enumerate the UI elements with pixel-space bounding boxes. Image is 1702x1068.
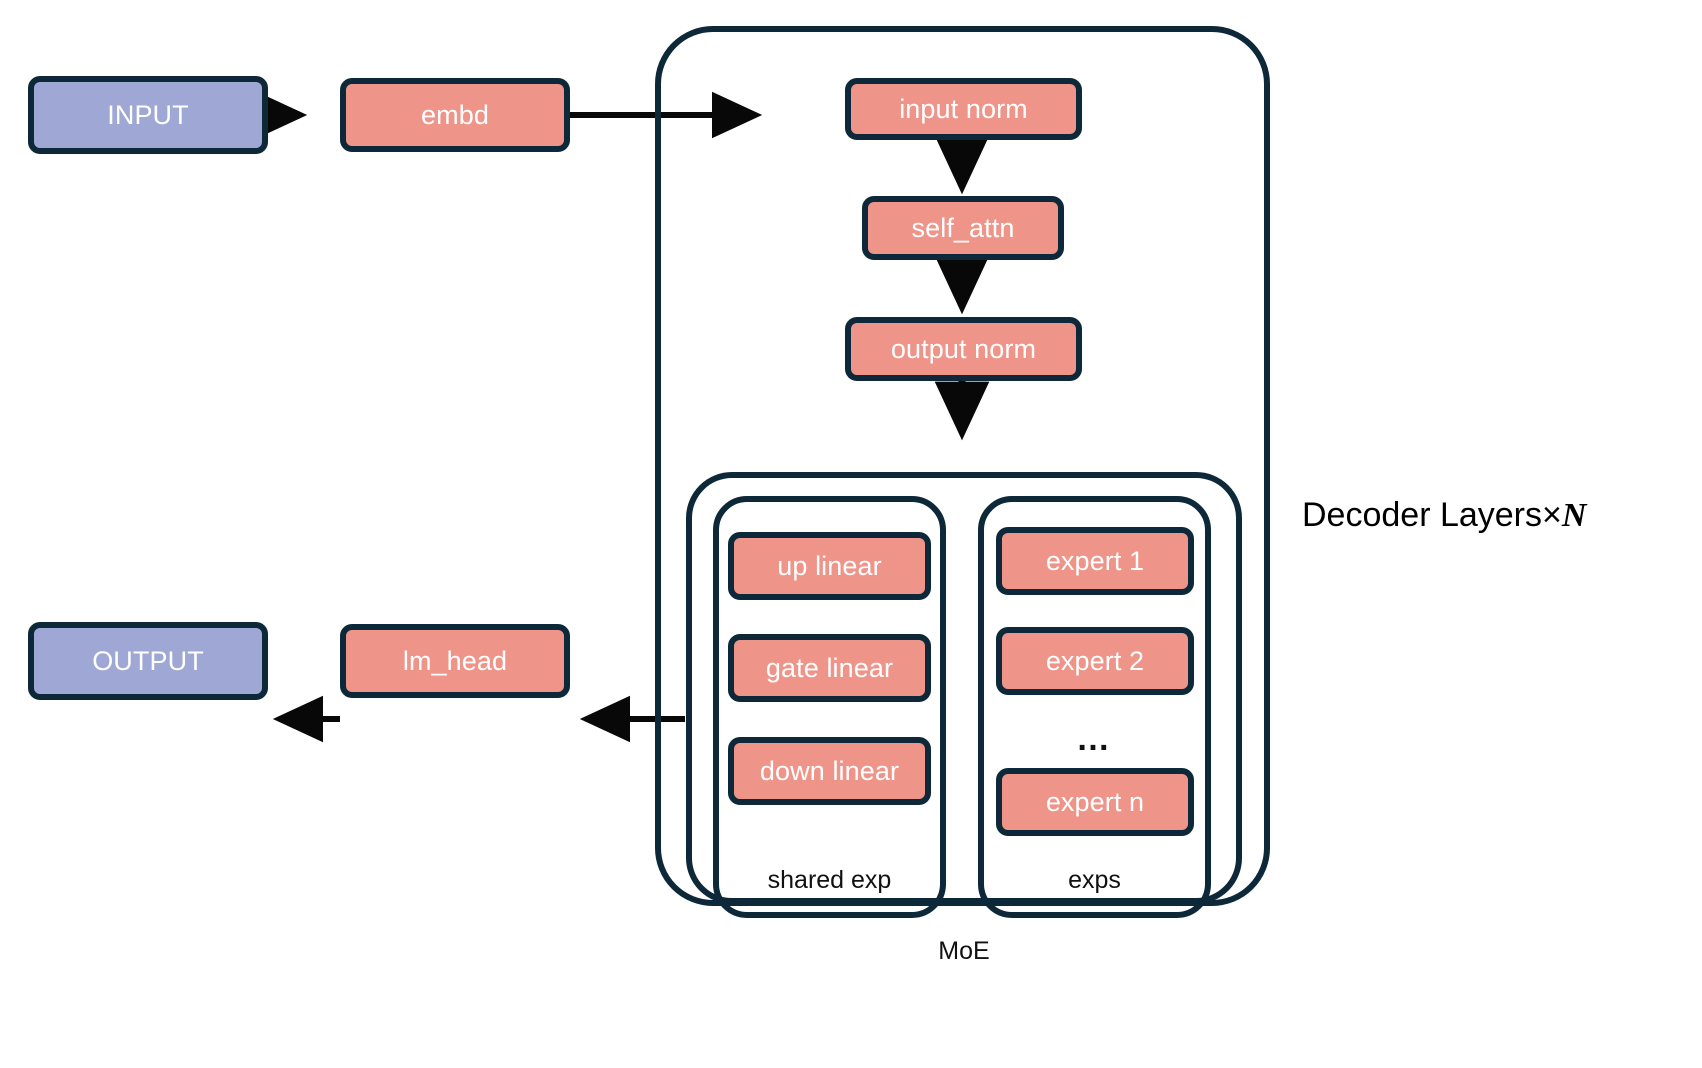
node-output-norm-label: output norm [890,333,1037,364]
node-input-norm[interactable]: input norm [845,78,1082,140]
decoder-layers-repeat-symbol: N [1561,497,1587,534]
moe-container [686,472,1242,904]
node-lm-head-label: lm_head [402,645,508,676]
node-output[interactable]: OUTPUT [28,622,268,700]
node-output-norm[interactable]: output norm [845,317,1082,381]
node-input-label: INPUT [107,99,189,130]
node-down-linear[interactable]: down linear [728,737,931,805]
exps-label: exps [1068,866,1121,894]
decoder-layers-annotation-prefix: Decoder Layers× [1302,496,1562,534]
node-up-linear[interactable]: up linear [728,532,931,600]
node-expert-n[interactable]: expert n [996,768,1194,836]
node-up-linear-label: up linear [777,550,882,581]
node-expert-2[interactable]: expert 2 [996,627,1194,695]
node-embd-label: embd [421,99,489,130]
node-output-label: OUTPUT [92,645,204,676]
node-embd[interactable]: embd [340,78,570,152]
shared-exp-label: shared exp [767,866,892,894]
experts-ellipsis: … [1076,720,1113,758]
shared-exp-group [713,496,946,918]
node-self-attn-label: self_attn [911,212,1015,243]
node-gate-linear-label: gate linear [765,652,894,683]
node-expert-2-label: expert 2 [1045,645,1145,676]
node-expert-1-label: expert 1 [1045,545,1145,576]
decoder-layers-annotation: Decoder Layers×N [1302,498,1586,533]
node-down-linear-label: down linear [759,755,900,786]
node-lm-head[interactable]: lm_head [340,624,570,698]
node-input-norm-label: input norm [899,93,1028,124]
exps-group [978,496,1211,918]
node-input[interactable]: INPUT [28,76,268,154]
node-expert-n-label: expert n [1045,786,1145,817]
node-gate-linear[interactable]: gate linear [728,634,931,702]
moe-label: MoE [938,937,990,965]
node-expert-1[interactable]: expert 1 [996,527,1194,595]
node-self-attn[interactable]: self_attn [862,196,1064,260]
